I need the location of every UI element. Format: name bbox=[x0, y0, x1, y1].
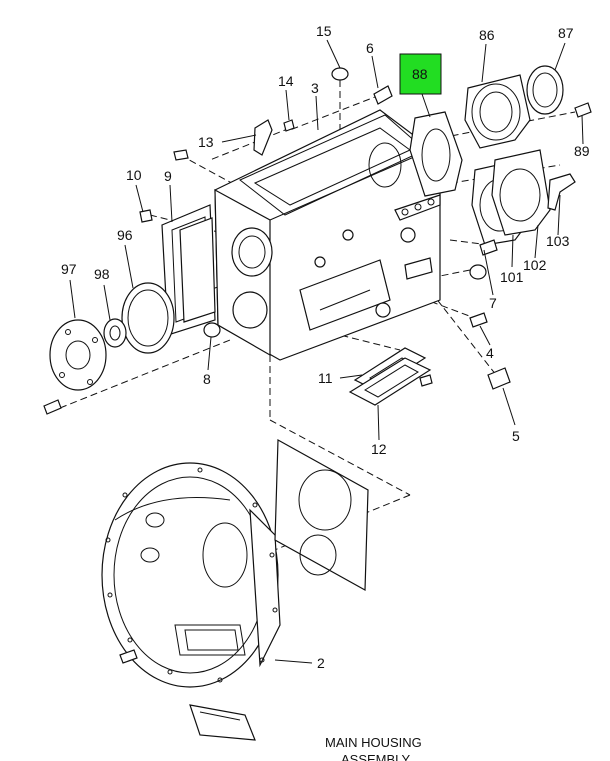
part-86-bearing-cap bbox=[464, 74, 531, 149]
callout-89: 89 bbox=[574, 143, 590, 159]
callout-8: 8 bbox=[203, 371, 211, 387]
callout-labels: 15 6 88 86 87 14 3 13 89 10 9 96 97 98 8… bbox=[61, 23, 590, 671]
callout-98: 98 bbox=[94, 266, 110, 282]
leader-lines bbox=[69, 39, 584, 664]
part-6-bolt bbox=[373, 85, 393, 105]
part-12-gasket bbox=[348, 357, 432, 406]
part-97-cover-plate bbox=[49, 319, 107, 391]
callout-87: 87 bbox=[558, 25, 574, 41]
part-7-plug bbox=[469, 239, 498, 280]
part-96-gasket bbox=[121, 282, 175, 354]
callout-6: 6 bbox=[366, 40, 374, 56]
callout-103: 103 bbox=[546, 233, 570, 249]
callout-88: 88 bbox=[412, 66, 428, 82]
callout-101: 101 bbox=[500, 269, 524, 285]
part-14-screw bbox=[283, 119, 295, 132]
part-3-main-housing bbox=[214, 109, 441, 361]
part-10-screw bbox=[139, 209, 153, 223]
callout-13: 13 bbox=[198, 134, 214, 150]
part-103-bracket bbox=[547, 173, 576, 211]
callout-14: 14 bbox=[278, 73, 294, 89]
callout-102: 102 bbox=[523, 257, 547, 273]
caption-line-1: MAIN HOUSING bbox=[325, 735, 422, 750]
part-4-bolt bbox=[469, 312, 488, 328]
callout-12: 12 bbox=[371, 441, 387, 457]
bolt-97 bbox=[43, 399, 62, 415]
part-9-side-cover bbox=[161, 204, 216, 336]
callout-5: 5 bbox=[512, 428, 520, 444]
part-87-seal bbox=[526, 65, 564, 115]
part-15-plug bbox=[331, 67, 349, 81]
part-102-gasket bbox=[491, 149, 551, 236]
part-89-bolt bbox=[574, 102, 592, 118]
callout-3: 3 bbox=[311, 80, 319, 96]
callout-4: 4 bbox=[486, 345, 494, 361]
callout-2: 2 bbox=[317, 655, 325, 671]
callout-15: 15 bbox=[316, 23, 332, 39]
callout-96: 96 bbox=[117, 227, 133, 243]
part-98-seal bbox=[103, 318, 127, 348]
callout-9: 9 bbox=[164, 168, 172, 184]
caption-line-2: ASSEMBLY bbox=[341, 752, 410, 761]
part-88-gasket bbox=[409, 111, 463, 197]
callout-97: 97 bbox=[61, 261, 77, 277]
caption: MAIN HOUSING ASSEMBLY bbox=[325, 735, 422, 761]
part-13-bracket bbox=[253, 119, 273, 156]
top-bolt bbox=[173, 149, 189, 161]
callout-11: 11 bbox=[318, 370, 333, 386]
bell-housing-gasket bbox=[274, 438, 369, 592]
highlight-callout-88 bbox=[399, 53, 442, 95]
part-8-o-ring bbox=[203, 322, 221, 338]
part-2-bell-housing bbox=[101, 462, 281, 741]
part-11-screw bbox=[419, 374, 433, 387]
part-5-plug bbox=[487, 367, 511, 390]
callout-7: 7 bbox=[489, 295, 497, 311]
callout-86: 86 bbox=[479, 27, 495, 43]
callout-10: 10 bbox=[126, 167, 142, 183]
